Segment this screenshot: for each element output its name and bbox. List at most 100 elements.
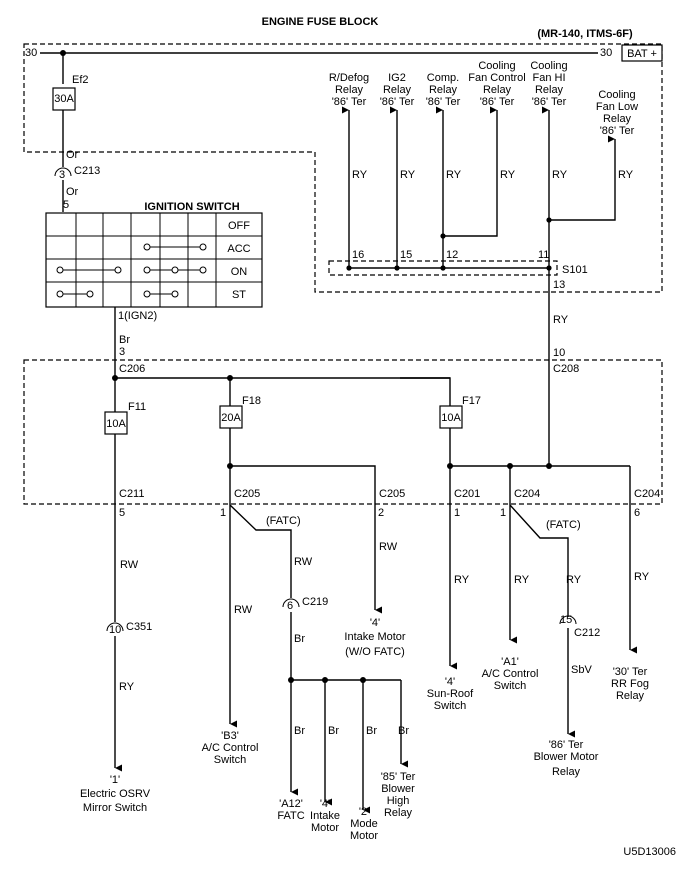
pin-11: 11 xyxy=(538,249,549,261)
f17-splice-a xyxy=(447,463,453,469)
svg-text:'86' Ter: '86' Ter xyxy=(532,96,567,108)
ign2-pin: 3 xyxy=(119,346,125,358)
ignition-switch-pin-in: 5 xyxy=(63,199,69,211)
svg-text:RR Fog: RR Fog xyxy=(611,678,649,690)
c213-connector xyxy=(54,167,72,177)
c213-wire-below: Or xyxy=(66,186,79,198)
svg-text:'86' Ter: '86' Ter xyxy=(600,125,635,137)
wire-color-mode2-br: Br xyxy=(366,725,377,737)
s101-node-12 xyxy=(440,265,446,271)
svg-text:'86' Ter: '86' Ter xyxy=(380,96,415,108)
svg-text:Intake: Intake xyxy=(310,810,340,822)
dest-mode-motor: '2' Mode Motor xyxy=(350,806,378,842)
svg-text:Mode: Mode xyxy=(350,818,378,830)
s101-box xyxy=(328,260,558,276)
svg-text:'86' Ter: '86' Ter xyxy=(332,96,367,108)
svg-text:Relay: Relay xyxy=(616,690,645,702)
ef2-rating: 30A xyxy=(54,93,74,105)
svg-text:Switch: Switch xyxy=(214,754,246,766)
s101-pin: 13 xyxy=(553,279,565,291)
c205-pin-2: 2 xyxy=(378,507,384,519)
wire-color-intake4-br: Br xyxy=(328,725,339,737)
bus-pin-right: 30 xyxy=(600,47,612,59)
fatc-label-2: (FATC) xyxy=(546,519,581,531)
splice-fanhi-fanlow xyxy=(546,217,552,223)
wire-color-c219-br: Br xyxy=(294,633,305,645)
svg-text:(W/O FATC): (W/O FATC) xyxy=(345,646,405,658)
c205-pin-1: 1 xyxy=(220,507,226,519)
dest-osrv-mirror-switch: '1' Electric OSRV Mirror Switch xyxy=(80,774,151,814)
svg-text:Cooling: Cooling xyxy=(530,60,567,72)
dest-intake-motor: '4' Intake Motor xyxy=(310,798,340,834)
ef2-name: Ef2 xyxy=(72,74,89,86)
ip-fuse-block-box xyxy=(23,359,663,505)
svg-text:Sun-Roof: Sun-Roof xyxy=(427,688,474,700)
svg-text:Cooling: Cooling xyxy=(598,89,635,101)
svg-text:'A12': 'A12' xyxy=(279,798,303,810)
wire-fan-control xyxy=(443,106,498,237)
br-splice-a xyxy=(288,677,294,683)
c351-connector xyxy=(106,622,124,632)
svg-text:Relay: Relay xyxy=(383,84,412,96)
dest-a1-ac-control-switch: 'A1' A/C Control Switch xyxy=(482,656,539,692)
svg-text:A/C Control: A/C Control xyxy=(482,668,539,680)
c204-pin-1: 1 xyxy=(500,507,506,519)
svg-text:Relay: Relay xyxy=(335,84,364,96)
f18-rating: 20A xyxy=(221,412,241,424)
wire-color-blowerhigh-br: Br xyxy=(398,725,409,737)
svg-text:R/Defog: R/Defog xyxy=(329,72,369,84)
splice-comp-fancontrol xyxy=(440,233,446,239)
wire-color-rdefog: RY xyxy=(352,169,368,181)
wire-color-fan-low: RY xyxy=(618,169,634,181)
ign-pos-off: OFF xyxy=(228,220,250,232)
pin-16: 16 xyxy=(352,249,364,261)
svg-text:IG2: IG2 xyxy=(388,72,406,84)
svg-text:FATC: FATC xyxy=(277,810,304,822)
wire-color-blower-sbv: SbV xyxy=(571,664,592,676)
ign-pos-st: ST xyxy=(232,289,246,301)
svg-text:Relay: Relay xyxy=(535,84,564,96)
c205-name-1: C205 xyxy=(234,488,260,500)
c204-name-1: C204 xyxy=(514,488,540,500)
c351-pin: 10 xyxy=(109,624,121,636)
svg-text:'86' Ter: '86' Ter xyxy=(549,739,584,751)
pin-15: 15 xyxy=(400,249,412,261)
wire-color-a1-ry: RY xyxy=(514,574,530,586)
fatc-branch-wire xyxy=(229,504,292,598)
relay-label-fan-low: Cooling Fan Low Relay '86' Ter xyxy=(596,89,638,137)
wire-fan-low xyxy=(549,135,616,221)
c219-connector xyxy=(282,598,300,608)
dest-intake-motor-wo-fatc: '4' Intake Motor (W/O FATC) xyxy=(344,617,405,658)
svg-text:Comp.: Comp. xyxy=(427,72,459,84)
dest-sunroof-switch: '4' Sun-Roof Switch xyxy=(427,676,474,712)
ign-pin-out: 1(IGN2) xyxy=(118,310,157,322)
pin-12: 12 xyxy=(446,249,458,261)
fatc-label-1: (FATC) xyxy=(266,515,301,527)
svg-text:Cooling: Cooling xyxy=(478,60,515,72)
dest-rr-fog-relay: '30' Ter RR Fog Relay xyxy=(611,666,649,702)
f17-in-wire xyxy=(400,377,451,406)
wire-color-fatc-rw: RW xyxy=(294,556,313,568)
svg-text:Relay: Relay xyxy=(384,807,413,819)
wire-color-rrfog-ry: RY xyxy=(634,571,650,583)
svg-text:Blower Motor: Blower Motor xyxy=(534,751,599,763)
c213-wire-above: Or xyxy=(66,149,79,161)
dest-a12-fatc: 'A12' FATC xyxy=(277,798,304,822)
svg-text:Relay: Relay xyxy=(483,84,512,96)
ign2-wire-color: Br xyxy=(119,334,130,346)
svg-text:'86' Ter: '86' Ter xyxy=(480,96,515,108)
svg-text:Fan HI: Fan HI xyxy=(532,72,565,84)
c206-name: C206 xyxy=(119,363,145,375)
wire-color-fan-hi: RY xyxy=(552,169,568,181)
dest-blower-high-relay: '85' Ter Blower High Relay xyxy=(381,771,416,819)
svg-text:'A1': 'A1' xyxy=(501,656,519,668)
wire-color-sunroof-ry: RY xyxy=(454,574,470,586)
svg-text:A/C Control: A/C Control xyxy=(202,742,259,754)
c204-name-2: C204 xyxy=(634,488,660,500)
model-code: (MR-140, ITMS-6F) xyxy=(537,28,633,40)
c219-pin: 6 xyxy=(287,600,293,612)
svg-text:Electric OSRV: Electric OSRV xyxy=(80,788,151,800)
wire-color-fan-control: RY xyxy=(500,169,516,181)
ignition-switch-grid xyxy=(45,212,263,308)
engine-fuse-block-box xyxy=(23,43,663,293)
